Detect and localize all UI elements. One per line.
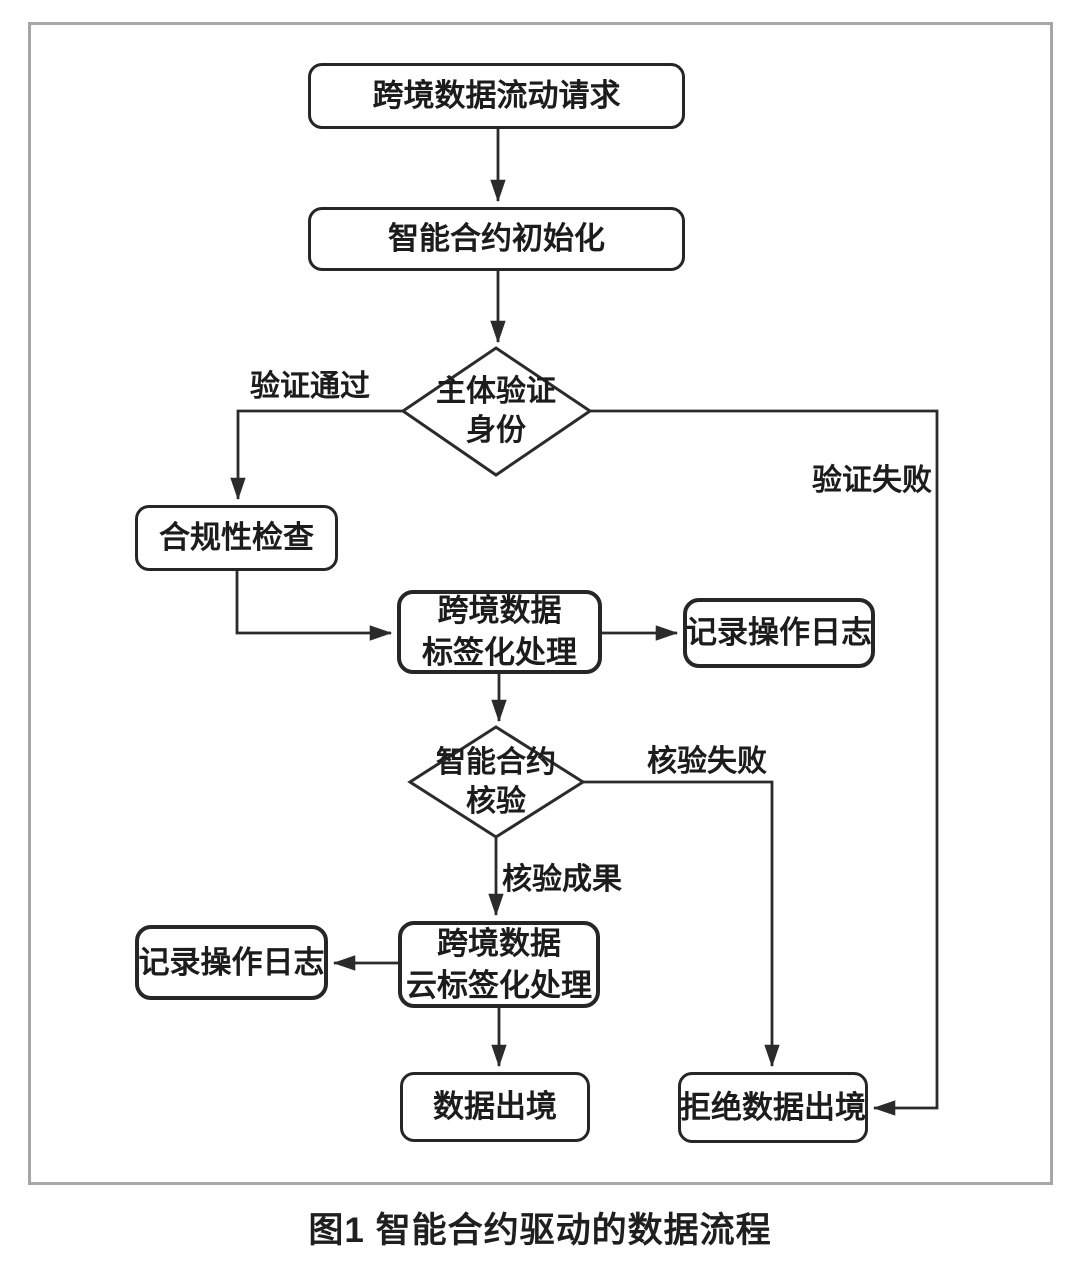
- decision-identity-line2: 身份: [466, 414, 526, 447]
- decision-identity-line1: 主体验证: [436, 375, 556, 408]
- connector-compliance-to-labeling: [235, 571, 393, 641]
- node-compliance-check: 合规性检查: [135, 505, 338, 571]
- edge-label-check-pass: 核验成果: [502, 863, 622, 896]
- connector-identity-to-compliance: [230, 409, 403, 501]
- node-log-right-label: 记录操作日志: [686, 615, 872, 650]
- node-compliance-check-label: 合规性检查: [159, 520, 314, 555]
- node-data-labeling-line2: 标签化处理: [422, 635, 577, 670]
- node-request: 跨境数据流动请求: [308, 63, 685, 129]
- connector-identity-to-reject: [590, 409, 939, 1116]
- node-data-labeling-line1: 跨境数据: [437, 593, 562, 628]
- node-data-exit: 数据出境: [400, 1072, 590, 1142]
- node-contract-init-label: 智能合约初始化: [388, 221, 605, 256]
- node-log-right: 记录操作日志: [683, 598, 875, 668]
- edge-label-check-fail: 核验失败: [647, 745, 767, 778]
- decision-verify-label: 智能合约 核验: [436, 743, 556, 821]
- decision-identity-label: 主体验证 身份: [436, 372, 556, 450]
- figure-caption: 图1 智能合约驱动的数据流程: [308, 1211, 772, 1250]
- decision-verify-line1: 智能合约: [436, 746, 556, 779]
- decision-verify-line2: 核验: [466, 785, 526, 818]
- node-cloud-labeling-line1: 跨境数据: [437, 925, 561, 961]
- node-cloud-labeling-line2: 云标签化处理: [406, 967, 592, 1003]
- node-request-label: 跨境数据流动请求: [372, 78, 621, 113]
- edge-label-verify-fail: 验证失败: [812, 464, 932, 497]
- node-reject-exit: 拒绝数据出境: [678, 1072, 868, 1143]
- decision-verify-shape: [407, 725, 586, 839]
- node-reject-exit-label: 拒绝数据出境: [680, 1089, 866, 1125]
- node-contract-init: 智能合约初始化: [308, 207, 685, 271]
- decision-identity-shape: [400, 346, 593, 477]
- node-log-left-label: 记录操作日志: [138, 944, 325, 980]
- connector-verify-to-reject: [583, 780, 780, 1068]
- node-data-exit-label: 数据出境: [433, 1089, 557, 1124]
- node-log-left: 记录操作日志: [135, 925, 328, 1000]
- node-cloud-labeling: 跨境数据 云标签化处理: [398, 921, 600, 1008]
- node-data-labeling: 跨境数据 标签化处理: [397, 590, 602, 674]
- edge-label-verify-pass: 验证通过: [250, 370, 370, 403]
